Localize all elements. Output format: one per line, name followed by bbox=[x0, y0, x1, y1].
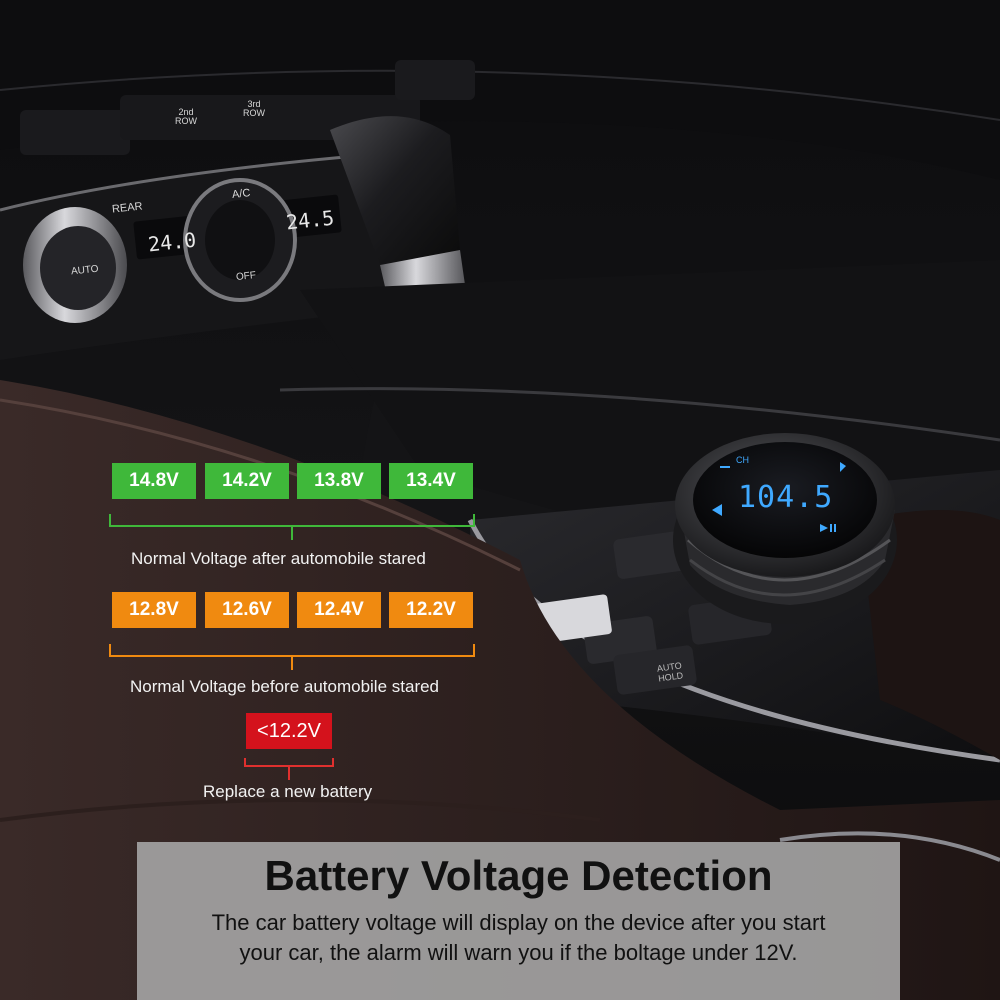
normal-after-bracket bbox=[109, 514, 475, 540]
voltage-chip-normal-after: 14.2V bbox=[205, 463, 289, 499]
replace-battery-label: Replace a new battery bbox=[203, 782, 373, 801]
banner-line-1: The car battery voltage will display on … bbox=[211, 910, 826, 935]
row3-word: ROW bbox=[243, 108, 265, 118]
banner-description: The car battery voltage will display on … bbox=[157, 908, 880, 968]
device-ch-label: CH bbox=[736, 455, 749, 465]
voltage-chip-normal-before: 12.2V bbox=[389, 592, 473, 628]
row2-number: 2nd bbox=[178, 107, 194, 117]
off-button-label: OFF bbox=[235, 269, 257, 284]
normal-before-bracket bbox=[109, 644, 475, 670]
normal-after-label: Normal Voltage after automobile stared bbox=[131, 549, 426, 568]
voltage-chip-normal-after: 13.8V bbox=[297, 463, 381, 499]
banner-line-2: your car, the alarm will warn you if the… bbox=[239, 940, 798, 965]
device-frequency-display: 104.5 bbox=[738, 480, 834, 515]
voltage-chip-normal-before: 12.8V bbox=[112, 592, 196, 628]
climate-left-readout: 24.0 bbox=[146, 227, 198, 257]
row3-label: 3rd ROW bbox=[243, 100, 265, 118]
voltage-chip-low: <12.2V bbox=[246, 713, 332, 749]
row2-label: 2nd ROW bbox=[175, 108, 197, 126]
voltage-chip-normal-before: 12.6V bbox=[205, 592, 289, 628]
low-voltage-bracket bbox=[244, 758, 334, 780]
feature-banner: Battery Voltage Detection The car batter… bbox=[137, 842, 900, 1000]
voltage-chip-normal-after: 14.8V bbox=[112, 463, 196, 499]
climate-right-readout: 24.5 bbox=[284, 205, 336, 235]
voltage-chip-normal-before: 12.4V bbox=[297, 592, 381, 628]
voltage-chip-normal-after: 13.4V bbox=[389, 463, 473, 499]
row3-number: 3rd bbox=[247, 99, 261, 109]
banner-title: Battery Voltage Detection bbox=[264, 852, 773, 899]
normal-before-label: Normal Voltage before automobile stared bbox=[130, 677, 440, 696]
row2-word: ROW bbox=[175, 116, 197, 126]
ac-button-label: A/C bbox=[231, 187, 251, 201]
